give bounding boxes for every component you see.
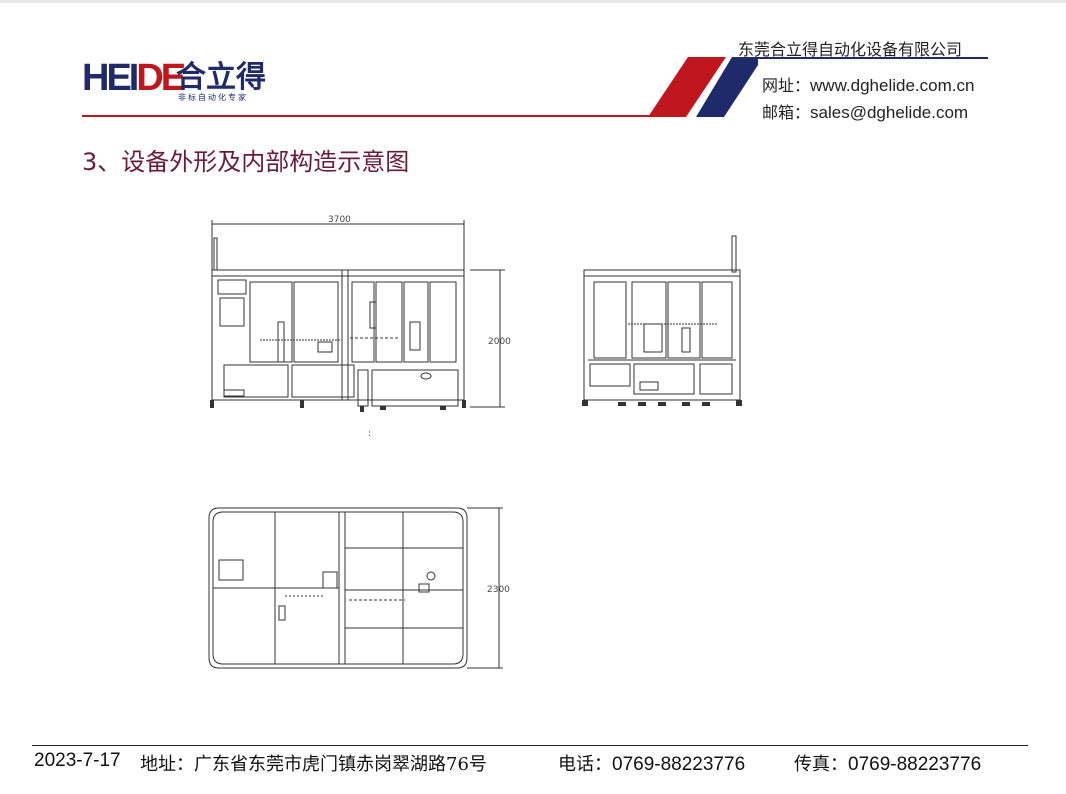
front-view-drawing: 3700 2000 : [210, 215, 511, 439]
fax-label: 传真： [794, 754, 848, 775]
website-line: 网址：www.dghelide.com.cn [762, 72, 974, 96]
company-logo: HEIDE 合立得 非标自动化专家 [82, 58, 272, 104]
logo-slogan: 非标自动化专家 [178, 93, 248, 102]
company-name: 东莞合立得自动化设备有限公司 [738, 40, 963, 59]
fax-value: 0769-88223776 [848, 754, 982, 775]
footer-address: 地址：广东省东莞市虎门镇赤岗翠湖路76号 [140, 750, 487, 776]
address-value: 广东省东莞市虎门镇赤岗翠湖路76号 [194, 754, 487, 775]
header-divider [82, 115, 652, 117]
logo-chinese-name: 合立得 [176, 60, 266, 95]
front-height-label: 2000 [488, 337, 511, 347]
side-view-drawing [582, 235, 742, 406]
footer-phone: 电话：0769-88223776 [558, 750, 745, 776]
email-label: 邮箱： [762, 103, 811, 122]
address-label: 地址： [140, 754, 194, 775]
phone-value: 0769-88223776 [612, 754, 746, 775]
email-line: 邮箱：sales@dghelide.com [762, 99, 968, 123]
footer-divider [32, 745, 1028, 746]
top-border [0, 0, 1066, 3]
company-underline [738, 57, 988, 59]
email-link[interactable]: sales@dghelide.com [810, 103, 969, 122]
drawing-marker: : [368, 429, 371, 439]
top-depth-label: 2300 [487, 585, 510, 595]
footer-date: 2023-7-17 [34, 750, 121, 771]
website-label: 网址： [762, 76, 811, 95]
stripe-decoration-icon [648, 57, 758, 117]
website-link[interactable]: www.dghelide.com.cn [810, 76, 975, 95]
footer-fax: 传真：0769-88223776 [794, 750, 981, 776]
phone-label: 电话： [558, 754, 612, 775]
logo-mark: HEIDE [82, 57, 186, 99]
front-width-label: 3700 [328, 215, 351, 225]
section-title: 3、设备外形及内部构造示意图 [82, 148, 410, 176]
top-view-drawing: 2300 [208, 507, 510, 669]
